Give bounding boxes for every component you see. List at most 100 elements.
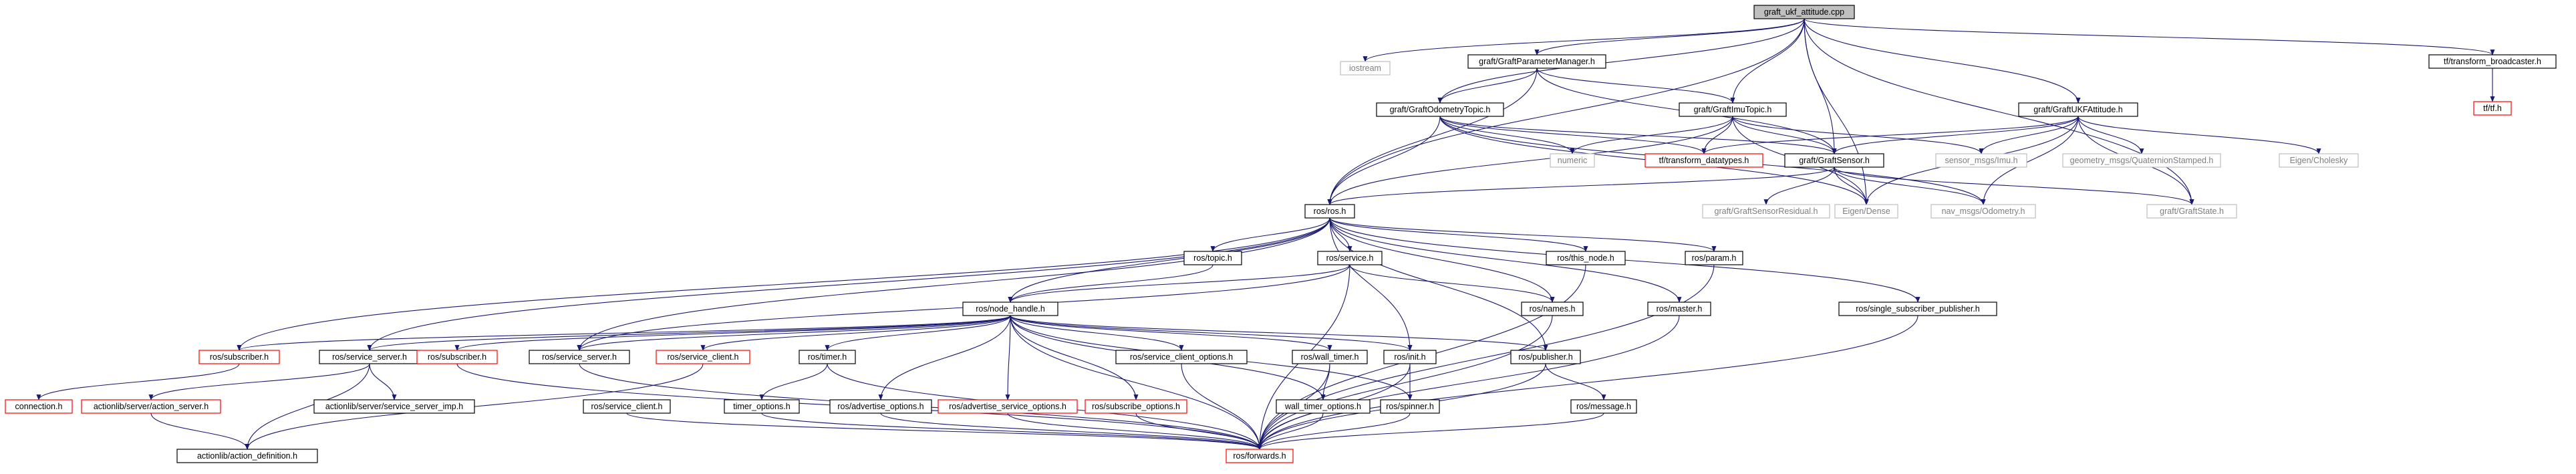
node-box	[1276, 399, 1371, 414]
node-box	[583, 399, 671, 414]
node-box	[176, 449, 318, 463]
node-ros-subscribe-options-h[interactable]: ros/subscribe_options.h	[1085, 399, 1187, 414]
node-ros-service-client-h[interactable]: ros/service_client.h	[656, 350, 750, 364]
node-graft-graftstate-h: graft/GraftState.h	[2146, 204, 2237, 219]
node-label: ros/service_server.h	[332, 352, 407, 362]
node-graft-graftsensor-h[interactable]: graft/GraftSensor.h	[1784, 153, 1884, 168]
edge-sensor-to-rosh	[1327, 166, 1835, 205]
node-graft-ukf-attitude-cpp[interactable]: graft_ukf_attitude.cpp	[1753, 5, 1855, 19]
node-actionlib-server-action-server-h[interactable]: actionlib/server/action_server.h	[81, 399, 221, 414]
edge-nodehandle-to-sco	[1010, 315, 1184, 351]
node-label: ros/init.h	[1394, 352, 1425, 362]
node-ros-advertise-options-h[interactable]: ros/advertise_options.h	[829, 399, 932, 414]
node-label: tf/transform_broadcaster.h	[2444, 57, 2541, 66]
node-ros-wall-timer-h[interactable]: ros/wall_timer.h	[1292, 350, 1368, 364]
node-ros-message-h[interactable]: ros/message.h	[1570, 399, 1637, 414]
node-ros-param-h[interactable]: ros/param.h	[1685, 251, 1743, 265]
node-ros-forwards-h[interactable]: ros/forwards.h	[1226, 449, 1294, 463]
node-connection-h[interactable]: connection.h	[5, 399, 73, 414]
node-box	[1550, 153, 1595, 168]
edge-ukfatt-to-sensor	[1832, 116, 2079, 154]
edge-nodehandle-to-forwards	[1010, 315, 1262, 450]
node-box	[1340, 61, 1391, 76]
node-ros-spinner-h[interactable]: ros/spinner.h	[1380, 399, 1440, 414]
node-ros-service-client-h[interactable]: ros/service_client.h	[583, 399, 671, 414]
node-nav-msgs-odometry-h: nav_msgs/Odometry.h	[1930, 204, 2036, 219]
node-graft-graftsensorresidual-h: graft/GraftSensorResidual.h	[1702, 204, 1830, 219]
node-label: actionlib/action_definition.h	[197, 451, 297, 461]
node-box	[1292, 350, 1368, 364]
node-box	[799, 350, 856, 364]
node-box	[829, 399, 932, 414]
node-label: nav_msgs/Odometry.h	[1942, 207, 2025, 216]
node-actionlib-server-service-server-imp-h[interactable]: actionlib/server/service_server_imp.h	[313, 399, 475, 414]
node-ros-advertise-service-options-h[interactable]: ros/advertise_service_options.h	[938, 399, 1078, 414]
edge-sub1-to-connection	[36, 363, 240, 400]
node-ros-node-handle-h[interactable]: ros/node_handle.h	[962, 302, 1058, 316]
node-graft-graftparametermanager-h[interactable]: graft/GraftParameterManager.h	[1467, 54, 1606, 69]
node-ros-service-h[interactable]: ros/service.h	[1317, 251, 1383, 265]
node-ros-subscriber-h[interactable]: ros/subscriber.h	[198, 350, 280, 364]
edge-nodehandle-to-advopt	[878, 315, 1011, 400]
node-ros-this-node-h[interactable]: ros/this_node.h	[1546, 251, 1626, 265]
node-ros-subscriber-h[interactable]: ros/subscriber.h	[416, 350, 498, 364]
edge-rosh-to-sub1	[237, 217, 1330, 351]
node-tf-tf-h[interactable]: tf/tf.h	[2473, 101, 2512, 116]
node-eigen-dense: Eigen/Dense	[1834, 204, 1898, 219]
node-wall-timer-options-h[interactable]: wall_timer_options.h	[1276, 399, 1371, 414]
edge-rosh-to-thisnode	[1329, 217, 1588, 252]
node-ros-topic-h[interactable]: ros/topic.h	[1183, 251, 1242, 265]
nodes-layer: graft_ukf_attitude.cppiostreamgraft/Graf…	[5, 5, 2557, 463]
edge-imutopic-to-sensor	[1732, 116, 1837, 154]
node-label: ros/message.h	[1576, 402, 1631, 411]
edge-root-to-eigdense	[1804, 18, 1869, 205]
node-graft-graftukfattitude-h[interactable]: graft/GraftUKFAttitude.h	[2018, 102, 2138, 117]
node-ros-master-h[interactable]: ros/master.h	[1647, 302, 1711, 316]
edge-pm-to-imutopic	[1536, 68, 1735, 104]
node-ros-single-subscriber-publisher-h[interactable]: ros/single_subscriber_publisher.h	[1838, 302, 1997, 316]
edge-sensor-to-odom	[1834, 166, 1986, 205]
node-box	[1702, 204, 1830, 219]
node-ros-publisher-h[interactable]: ros/publisher.h	[1510, 350, 1581, 364]
node-graft-graftodometrytopic-h[interactable]: graft/GraftOdometryTopic.h	[1376, 102, 1504, 117]
node-box	[1546, 251, 1626, 265]
node-label: ros/service_client.h	[668, 352, 739, 362]
edge-advopt-to-forwards	[880, 412, 1262, 450]
node-box	[1834, 204, 1898, 219]
edge-spinner-to-forwards	[1257, 412, 1411, 450]
node-box	[1679, 102, 1787, 117]
node-box	[1570, 399, 1637, 414]
node-ros-timer-h[interactable]: ros/timer.h	[799, 350, 856, 364]
edge-nodehandle-to-publisher	[1010, 315, 1548, 351]
node-ros-service-server-h[interactable]: ros/service_server.h	[319, 350, 420, 364]
node-box	[416, 350, 498, 364]
node-ros-service-client-options-h[interactable]: ros/service_client_options.h	[1115, 350, 1248, 364]
node-ros-names-h[interactable]: ros/names.h	[1521, 302, 1584, 316]
node-ros-service-server-h[interactable]: ros/service_server.h	[529, 350, 630, 364]
node-label: tf/tf.h	[2483, 104, 2502, 113]
node-label: ros/subscriber.h	[428, 352, 486, 362]
edge-rosh-to-names	[1329, 217, 1555, 303]
node-box	[81, 399, 221, 414]
edge-ukfatt-to-tfdt	[1701, 116, 2079, 154]
node-ros-init-h[interactable]: ros/init.h	[1383, 350, 1437, 364]
edge-alas-to-aldef	[150, 412, 250, 450]
node-label: numeric	[1558, 156, 1587, 165]
edge-odomtopic-to-tfdt	[1439, 116, 1707, 154]
node-label: ros/service_server.h	[542, 352, 617, 362]
node-box	[938, 399, 1078, 414]
node-tf-transform-broadcaster-h[interactable]: tf/transform_broadcaster.h	[2428, 54, 2557, 69]
node-graft-graftimutopic-h[interactable]: graft/GraftImuTopic.h	[1679, 102, 1787, 117]
node-timer-options-h[interactable]: timer_options.h	[724, 399, 800, 414]
node-label: ros/service.h	[1326, 253, 1374, 263]
node-actionlib-action-definition-h[interactable]: actionlib/action_definition.h	[176, 449, 318, 463]
edge-names-to-forwards	[1257, 315, 1553, 450]
edge-pm-to-rosh	[1327, 68, 1538, 205]
node-tf-transform-datatypes-h[interactable]: tf/transform_datatypes.h	[1644, 153, 1763, 168]
node-ros-ros-h[interactable]: ros/ros.h	[1304, 204, 1355, 219]
edges-layer	[36, 18, 2495, 450]
node-box	[1753, 5, 1855, 19]
node-label: sensor_msgs/Imu.h	[1945, 156, 2017, 165]
node-label: ros/forwards.h	[1233, 451, 1286, 461]
